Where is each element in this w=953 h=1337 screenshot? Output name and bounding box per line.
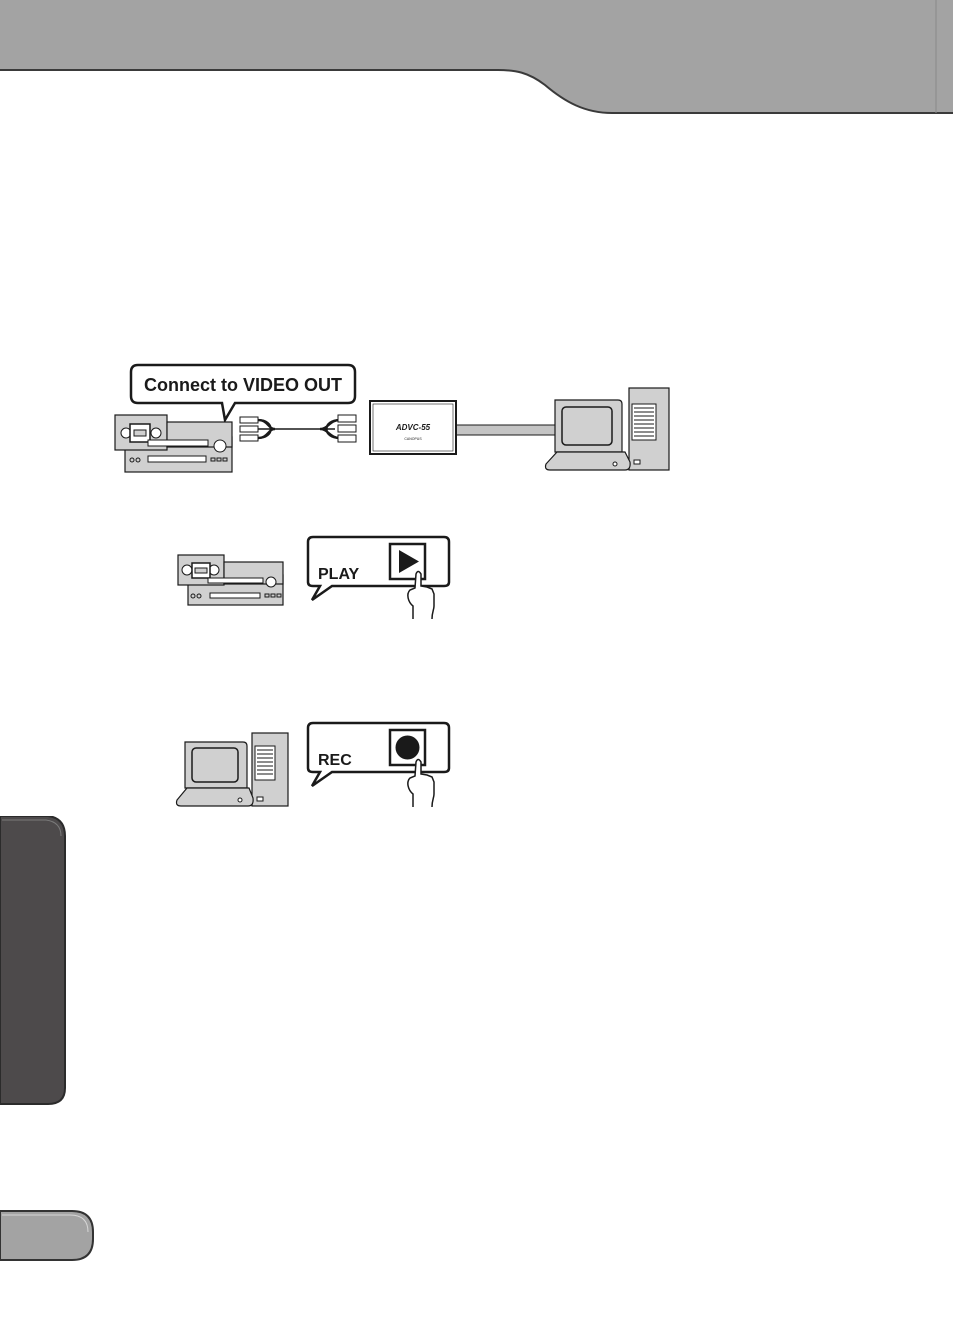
callout-connect-label: Connect to VIDEO OUT xyxy=(144,375,342,395)
play-diagram: PLAY xyxy=(170,532,460,622)
side-tab xyxy=(0,816,70,1106)
device-model-label: ADVC-55 xyxy=(395,423,431,432)
device-brand-label: CANOPUS xyxy=(404,437,422,441)
page-tab xyxy=(0,1208,96,1262)
vcr-icon xyxy=(178,555,283,605)
advc-device: ADVC-55 CANOPUS xyxy=(370,401,456,454)
header-band xyxy=(0,0,953,120)
vcr-icon xyxy=(115,415,232,472)
play-label: PLAY xyxy=(318,566,360,583)
connection-diagram: Connect to VIDEO OUT xyxy=(110,360,680,480)
computer-icon xyxy=(546,388,670,470)
rec-diagram: REC xyxy=(170,718,460,810)
av-cable-icon xyxy=(240,415,356,442)
rec-label: REC xyxy=(318,752,352,769)
callout-connect-video-out: Connect to VIDEO OUT xyxy=(131,365,355,420)
computer-icon xyxy=(177,733,289,806)
